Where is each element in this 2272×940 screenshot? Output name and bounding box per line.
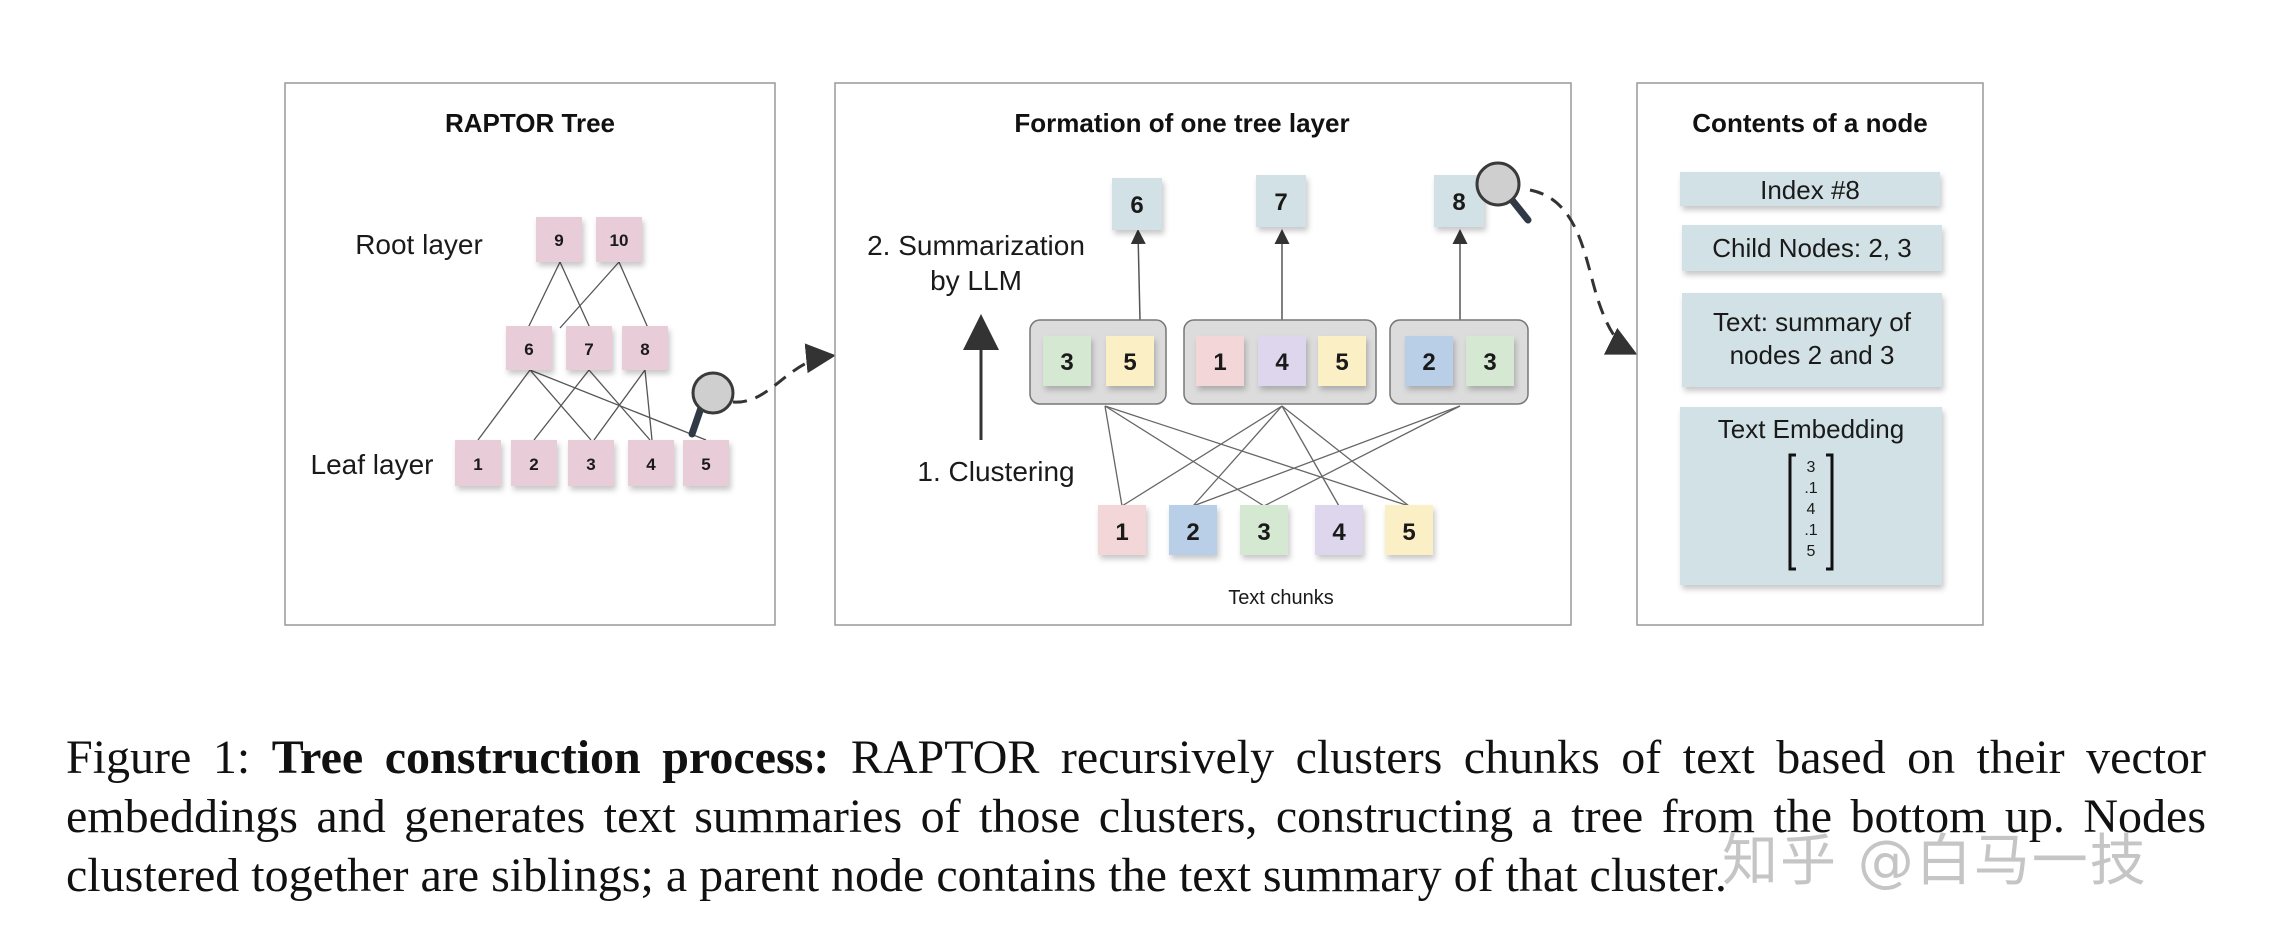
leaf-node: 2 <box>511 440 557 486</box>
svg-text:1: 1 <box>1115 519 1128 546</box>
text-chunks-label: Text chunks <box>1228 587 1334 609</box>
root-layer-label: Root layer <box>355 229 483 260</box>
index-text: Index #8 <box>1760 175 1860 205</box>
raptor-tree-panel: RAPTOR Tree Root layer Leaf layer 9 10 <box>284 82 776 626</box>
svg-text:2: 2 <box>529 455 538 474</box>
embedding-value: .1 <box>1804 522 1817 539</box>
magnifier-icon <box>688 371 735 438</box>
summary-text-card <box>1682 293 1942 387</box>
svg-text:3: 3 <box>1483 349 1496 376</box>
left-bracket <box>1788 453 1796 571</box>
svg-text:6: 6 <box>1130 192 1143 219</box>
cluster-box: 1 4 5 <box>1183 319 1377 405</box>
text-chunk: 5 <box>1385 505 1433 555</box>
caption-bold: Tree construction process: <box>271 731 830 784</box>
tree-edges <box>477 261 707 441</box>
svg-text:5: 5 <box>701 455 710 474</box>
svg-text:5: 5 <box>1335 349 1348 376</box>
svg-text:5: 5 <box>1402 519 1415 546</box>
mid-node: 6 <box>506 326 552 370</box>
dashed-arrow <box>732 343 836 404</box>
root-node: 10 <box>596 217 642 262</box>
raptor-figure: RAPTOR Tree Root layer Leaf layer 9 10 <box>284 82 1984 626</box>
leaf-node: 4 <box>628 440 674 486</box>
embedding-card <box>1680 407 1942 585</box>
svg-text:4: 4 <box>646 455 656 474</box>
caption-label: Figure 1: <box>66 731 251 784</box>
svg-text:7: 7 <box>1274 189 1287 216</box>
right-bracket <box>1826 453 1834 571</box>
svg-text:2: 2 <box>1186 519 1199 546</box>
panel-title: Formation of one tree layer <box>1014 108 1349 138</box>
leaf-node: 3 <box>568 440 614 486</box>
text-chunk: 1 <box>1098 505 1146 555</box>
svg-text:8: 8 <box>1452 189 1465 216</box>
mid-node: 7 <box>566 326 612 370</box>
panel-title: Contents of a node <box>1692 108 1927 138</box>
figure-caption: Figure 1: Tree construction process: RAP… <box>66 728 2206 905</box>
watermark: 知乎 @白马一技 <box>1722 829 2148 894</box>
child-nodes-text: Child Nodes: 2, 3 <box>1712 233 1911 263</box>
index-card <box>1680 172 1940 206</box>
panel-title: RAPTOR Tree <box>445 108 615 138</box>
text-chunk: 3 <box>1240 505 1288 555</box>
svg-text:3: 3 <box>586 455 595 474</box>
embedding-value: 3 <box>1807 459 1816 476</box>
child-nodes-card <box>1682 225 1942 271</box>
summary-arrow <box>1130 229 1146 321</box>
svg-text:5: 5 <box>1123 349 1136 376</box>
summary-node: 6 <box>1112 178 1162 230</box>
clustering-label: 1. Clustering <box>917 456 1074 487</box>
summary-node: 8 <box>1434 175 1484 227</box>
svg-text:10: 10 <box>610 231 629 250</box>
cluster-edges <box>1104 405 1461 507</box>
svg-text:4: 4 <box>1332 519 1346 546</box>
summary-node: 7 <box>1256 175 1306 227</box>
mid-node: 8 <box>622 326 668 370</box>
svg-text:1: 1 <box>1213 349 1226 376</box>
svg-text:8: 8 <box>640 340 649 359</box>
dashed-arrow <box>1529 188 1638 355</box>
svg-text:6: 6 <box>524 340 533 359</box>
leaf-layer-label: Leaf layer <box>311 449 434 480</box>
caption-text: RAPTOR recursively clusters chunks of te… <box>66 731 2207 902</box>
svg-text:3: 3 <box>1257 519 1270 546</box>
embedding-value: 4 <box>1807 501 1816 518</box>
embedding-title: Text Embedding <box>1718 414 1904 444</box>
cluster-box: 3 5 <box>1029 319 1167 405</box>
leaf-node: 5 <box>683 440 729 486</box>
leaf-node: 1 <box>455 440 501 486</box>
embedding-value: 5 <box>1807 543 1816 560</box>
svg-text:9: 9 <box>554 231 563 250</box>
svg-text:1: 1 <box>473 455 482 474</box>
embedding-value: .1 <box>1804 480 1817 497</box>
root-node: 9 <box>536 217 582 262</box>
tree-layer-panel: Formation of one tree layer 2. Summariza… <box>834 82 1572 626</box>
text-chunk: 4 <box>1315 505 1363 555</box>
cluster-box: 2 3 <box>1389 319 1529 405</box>
summary-text-line: nodes 2 and 3 <box>1730 340 1895 370</box>
summarization-label: 2. Summarization <box>867 230 1085 261</box>
svg-text:2: 2 <box>1422 349 1435 376</box>
summary-text-line: Text: summary of <box>1713 307 1912 337</box>
svg-text:7: 7 <box>584 340 593 359</box>
node-contents-panel: Contents of a node Index #8 Child Nodes:… <box>1636 82 1984 626</box>
svg-text:4: 4 <box>1275 349 1289 376</box>
text-chunk: 2 <box>1169 505 1217 555</box>
magnifier-icon <box>1475 161 1532 224</box>
summarization-label: by LLM <box>930 265 1022 296</box>
svg-text:3: 3 <box>1060 349 1073 376</box>
